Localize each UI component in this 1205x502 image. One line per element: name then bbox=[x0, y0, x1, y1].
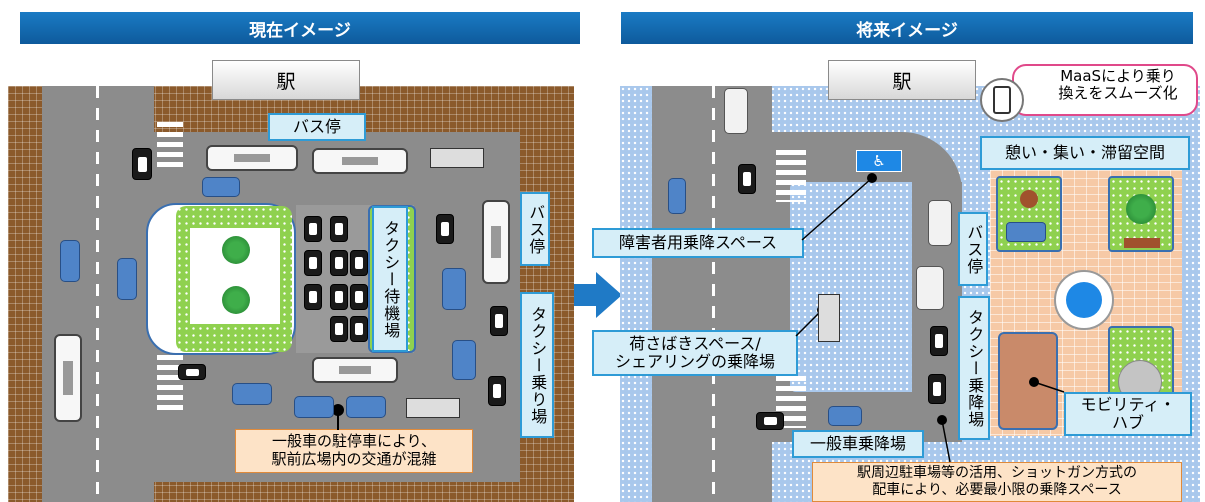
taxi-vehicle bbox=[928, 374, 946, 404]
taxi-vehicle bbox=[350, 284, 368, 310]
maas-line2: 換えをスムーズ化 bbox=[1058, 84, 1178, 103]
loading-space-label: 荷さばきスペース/ シェアリングの乗降場 bbox=[592, 330, 798, 376]
left-note-line bbox=[337, 410, 339, 430]
bus-vehicle bbox=[54, 334, 82, 422]
taxi-vehicle bbox=[330, 216, 348, 242]
tree-icon bbox=[222, 286, 250, 314]
taxi-vehicle bbox=[350, 316, 368, 342]
bus-vehicle bbox=[312, 357, 398, 383]
bench-icon bbox=[1006, 222, 1046, 242]
rest-space-label: 憩い・集い・滞留空間 bbox=[980, 136, 1190, 170]
car-vehicle bbox=[442, 268, 466, 310]
taxi-vehicle bbox=[738, 164, 756, 194]
loading-line2: シェアリングの乗降場 bbox=[614, 352, 775, 371]
truck-vehicle bbox=[430, 148, 484, 168]
left-taxi-waiting-label: タクシー待機場 bbox=[372, 206, 408, 352]
left-bus-stop-side-label: バス停 bbox=[520, 192, 550, 266]
taxi-vehicle bbox=[490, 306, 508, 336]
taxi-vehicle bbox=[330, 250, 348, 276]
mobility-hub-line2: ハブ bbox=[1111, 413, 1144, 432]
parking-note-line1: 駅周辺駐車場等の活用、ショットガン方式の bbox=[857, 465, 1137, 481]
left-station: 駅 bbox=[212, 60, 360, 100]
car-vehicle bbox=[294, 396, 334, 418]
taxi-vehicle bbox=[330, 316, 348, 342]
left-taxi-boarding-label: タクシー乗り場 bbox=[520, 292, 554, 438]
right-median bbox=[790, 182, 920, 392]
mobility-hub-label: モビリティ・ ハブ bbox=[1064, 392, 1192, 436]
maas-line1: MaaSにより乗り bbox=[1060, 67, 1176, 85]
general-boarding-label: 一般車乗降場 bbox=[792, 430, 924, 458]
right-header: 将来イメージ bbox=[621, 12, 1193, 44]
car-vehicle bbox=[60, 240, 80, 282]
wheelchair-icon: ♿ bbox=[856, 150, 902, 172]
right-station: 駅 bbox=[828, 60, 976, 100]
tree-icon bbox=[1126, 194, 1156, 224]
accessible-dropoff-label: 障害者用乗降スペース bbox=[592, 228, 804, 258]
right-crosswalk-top bbox=[776, 150, 806, 202]
loading-line1: 荷さばきスペース/ bbox=[629, 333, 761, 353]
table-icon bbox=[1020, 190, 1038, 208]
left-congestion-note: 一般車の駐停車により、 駅前広場内の交通が混雑 bbox=[235, 429, 473, 473]
maas-bubble: MaaSにより乗り 換えをスムーズ化 bbox=[1012, 64, 1198, 116]
parking-note: 駅周辺駐車場等の活用、ショットガン方式の 配車により、必要最小限の乗降スペース bbox=[812, 462, 1182, 502]
right-taxi-boarding-label: タクシー乗降場 bbox=[958, 296, 990, 440]
right-bus-stop-label: バス停 bbox=[958, 212, 988, 286]
taxi-vehicle bbox=[178, 364, 206, 380]
parking-note-line2: 配車により、必要最小限の乗降スペース bbox=[872, 481, 1122, 498]
car-vehicle bbox=[724, 88, 748, 134]
tree-icon bbox=[222, 236, 250, 264]
bus-vehicle bbox=[482, 200, 510, 284]
car-vehicle bbox=[232, 383, 272, 405]
taxi-vehicle bbox=[350, 250, 368, 276]
mobility-hub-area bbox=[998, 332, 1058, 430]
left-road-centerline bbox=[96, 86, 99, 502]
truck-vehicle bbox=[818, 294, 840, 342]
congestion-note-line1: 一般車の駐停車により、 bbox=[271, 432, 437, 450]
car-vehicle bbox=[117, 258, 137, 300]
taxi-vehicle bbox=[304, 216, 322, 242]
mobility-hub-line1: モビリティ・ bbox=[1080, 394, 1176, 414]
car-vehicle bbox=[202, 177, 240, 197]
taxi-vehicle bbox=[436, 214, 454, 244]
right-road-centerline bbox=[712, 86, 715, 502]
taxi-vehicle bbox=[330, 284, 348, 310]
fountain-water bbox=[1066, 282, 1102, 318]
taxi-vehicle bbox=[488, 376, 506, 406]
car-vehicle bbox=[452, 340, 476, 380]
left-bus-stop-top-label: バス停 bbox=[268, 113, 366, 141]
truck-vehicle bbox=[406, 398, 460, 418]
left-crosswalk-top bbox=[157, 122, 183, 170]
arrow-right-icon bbox=[574, 272, 622, 318]
car-vehicle bbox=[346, 396, 386, 418]
congestion-note-line2: 駅前広場内の交通が混雑 bbox=[271, 450, 437, 468]
car-vehicle bbox=[916, 266, 944, 310]
car-vehicle bbox=[668, 178, 686, 214]
taxi-vehicle bbox=[304, 284, 322, 310]
taxi-vehicle bbox=[304, 250, 322, 276]
bus-vehicle bbox=[312, 148, 408, 174]
bus-vehicle bbox=[206, 145, 298, 171]
taxi-vehicle bbox=[930, 326, 948, 356]
smartphone-icon bbox=[980, 78, 1024, 122]
bench-icon bbox=[1124, 238, 1160, 248]
taxi-vehicle bbox=[756, 412, 784, 430]
car-vehicle bbox=[828, 406, 862, 426]
left-header: 現在イメージ bbox=[20, 12, 580, 44]
car-vehicle bbox=[928, 200, 952, 246]
taxi-vehicle bbox=[132, 148, 152, 180]
